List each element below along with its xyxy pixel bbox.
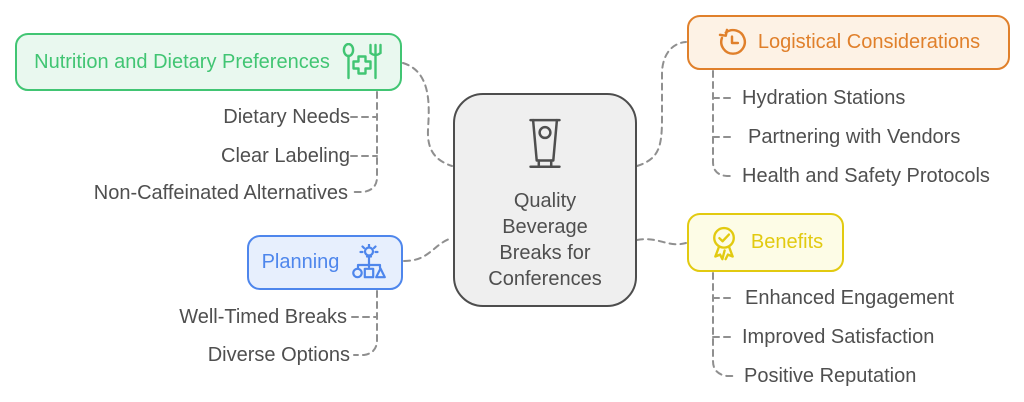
connector-benefits-spine (712, 272, 735, 377)
connector-center-to-logistics (636, 41, 687, 167)
award-ribbon-icon (708, 225, 740, 261)
branch-benefits-label: Benefits (750, 231, 824, 253)
leaf-positive-reputation[interactable]: Positive Reputation (744, 365, 917, 387)
central-topic-title: Quality Beverage Breaks for Conferences (488, 190, 602, 290)
branch-planning-label: Planning (261, 251, 340, 273)
leaf-clear-labeling[interactable]: Clear Labeling (221, 145, 350, 167)
connector-center-to-benefits (636, 238, 687, 246)
branch-logistics-label: Logistical Considerations (757, 31, 981, 53)
leaf-hydration-stations[interactable]: Hydration Stations (742, 87, 906, 109)
leaf-enhanced-engagement[interactable]: Enhanced Engagement (745, 287, 955, 309)
connector-planning-spine (353, 290, 378, 356)
leaf-improved-satisfaction[interactable]: Improved Satisfaction (742, 326, 935, 348)
nutrition-utensils-icon (341, 43, 383, 81)
connector-logistics-spine (712, 70, 733, 177)
branch-planning[interactable]: Planning (247, 235, 403, 290)
leaf-well-timed-breaks[interactable]: Well-Timed Breaks (179, 306, 347, 328)
leaf-non-caffeinated-alternatives[interactable]: Non-Caffeinated Alternatives (93, 182, 348, 204)
branch-nutrition[interactable]: Nutrition and Dietary Preferences (15, 33, 402, 91)
beverage-cup-icon (524, 117, 566, 180)
leaf-diverse-options[interactable]: Diverse Options (207, 344, 350, 366)
branch-nutrition-label: Nutrition and Dietary Preferences (34, 50, 330, 73)
central-topic-node[interactable]: Quality Beverage Breaks for Conferences (453, 93, 637, 307)
leaf-health-safety-protocols[interactable]: Health and Safety Protocols (742, 165, 990, 187)
branch-logistics[interactable]: Logistical Considerations (687, 15, 1010, 70)
history-clock-icon (717, 28, 747, 58)
connector-nutrition-to-center (402, 62, 453, 167)
planning-idea-shapes-icon (350, 243, 388, 282)
connector-planning-to-center (403, 237, 453, 262)
branch-benefits[interactable]: Benefits (687, 213, 844, 272)
connector-nutrition-spine (352, 91, 378, 193)
leaf-partnering-with-vendors[interactable]: Partnering with Vendors (748, 126, 961, 148)
leaf-dietary-needs[interactable]: Dietary Needs (223, 106, 350, 128)
